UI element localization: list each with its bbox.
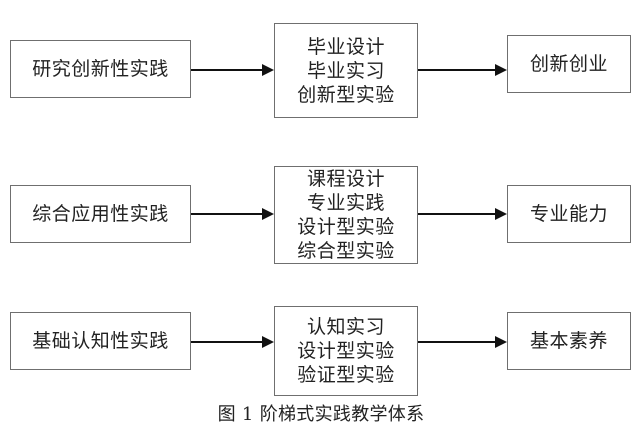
- professional-ability-box: 专业能力: [507, 185, 631, 243]
- basic-practice-content-box: 认知实习 设计型实验 验证型实验: [274, 306, 418, 396]
- arrow-line: [191, 341, 262, 343]
- arrow-middle-to-basic-literacy: [418, 336, 507, 348]
- arrow-head-icon: [495, 208, 507, 220]
- basic-cognitive-practice-box: 基础认知性实践: [10, 312, 191, 370]
- graduation-internship-label: 毕业实习: [306, 59, 385, 82]
- graduation-design-label: 毕业设计: [306, 35, 385, 58]
- research-innovation-practice-box: 研究创新性实践: [10, 40, 191, 98]
- cognitive-internship-label: 认知实习: [306, 316, 385, 338]
- arrow-middle-to-professional-ability: [418, 208, 507, 220]
- arrow-research-to-middle: [191, 64, 274, 76]
- arrow-line: [418, 69, 495, 71]
- comprehensive-practice-content-box: 课程设计 专业实践 设计型实验 综合型实验: [274, 166, 418, 264]
- comprehensive-application-practice-box: 综合应用性实践: [10, 185, 191, 243]
- basic-literacy-label: 基本素养: [529, 330, 608, 352]
- innovative-experiment-label: 创新型实验: [297, 83, 395, 106]
- verification-experiment-label: 验证型实验: [297, 364, 395, 386]
- arrow-head-icon: [262, 336, 274, 348]
- arrow-line: [191, 213, 262, 215]
- arrow-middle-to-innovation-entrepreneurship: [418, 64, 507, 76]
- basic-literacy-box: 基本素养: [507, 312, 631, 370]
- research-innovation-practice-label: 研究创新性实践: [32, 58, 169, 80]
- arrow-head-icon: [495, 64, 507, 76]
- arrow-basic-to-middle: [191, 336, 274, 348]
- professional-ability-label: 专业能力: [529, 203, 608, 225]
- design-experiment-label: 设计型实验: [297, 340, 395, 362]
- arrow-line: [418, 341, 495, 343]
- comprehensive-experiment-label: 综合型实验: [297, 240, 395, 262]
- arrow-comprehensive-to-middle: [191, 208, 274, 220]
- arrow-line: [418, 213, 495, 215]
- basic-cognitive-practice-label: 基础认知性实践: [32, 330, 169, 352]
- figure-caption: 图 1 阶梯式实践教学体系: [217, 404, 425, 425]
- research-practice-content-box: 毕业设计 毕业实习 创新型实验: [274, 23, 418, 118]
- arrow-head-icon: [262, 64, 274, 76]
- arrow-line: [191, 69, 262, 71]
- arrow-head-icon: [495, 336, 507, 348]
- professional-practice-label: 专业实践: [306, 192, 385, 214]
- arrow-head-icon: [262, 208, 274, 220]
- course-design-label: 课程设计: [306, 168, 385, 190]
- comprehensive-application-practice-label: 综合应用性实践: [32, 203, 169, 225]
- design-experiment-label: 设计型实验: [297, 216, 395, 238]
- innovation-entrepreneurship-box: 创新创业: [507, 35, 631, 93]
- innovation-entrepreneurship-label: 创新创业: [529, 53, 608, 75]
